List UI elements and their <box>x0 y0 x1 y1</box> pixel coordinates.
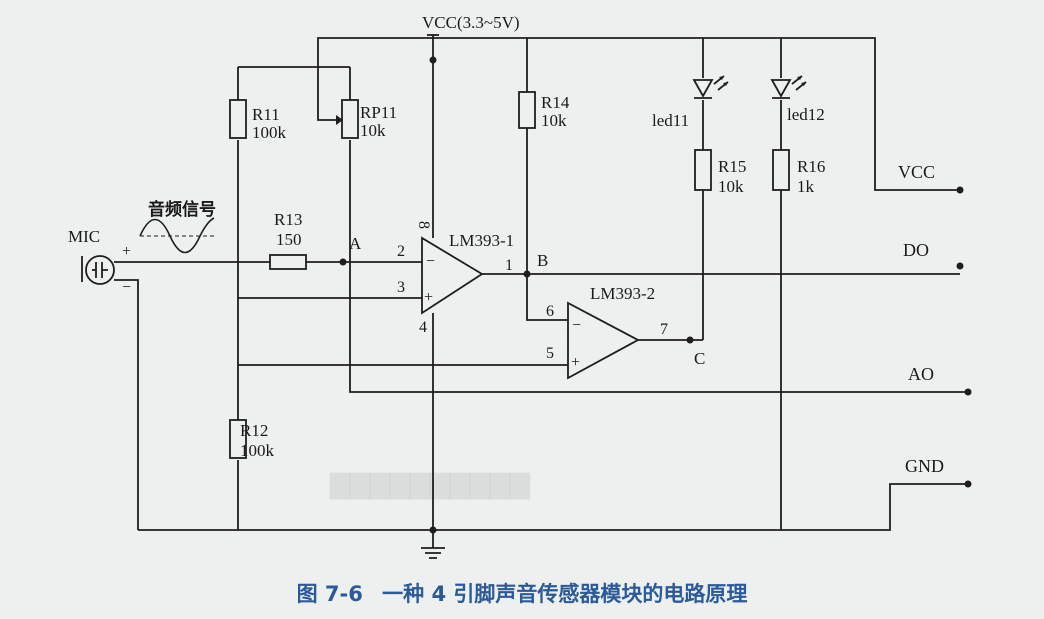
figure-title: 一种 4 引脚声音传感器模块的电路原理 <box>382 582 748 606</box>
u2-pin-6: 6 <box>546 303 554 320</box>
u1-plus-sign: + <box>424 289 433 306</box>
led11-label: led11 <box>652 111 689 130</box>
r14-name: R14 <box>541 93 570 112</box>
comparator-lm393-2: LM393-2 − + 6 5 7 <box>546 284 668 380</box>
r16-name: R16 <box>797 157 825 176</box>
u2-minus-sign: − <box>572 317 581 334</box>
node-a-label: A <box>349 234 362 253</box>
wires <box>115 35 968 548</box>
watermark-text: ▇▇▇▇▇▇▇▇▇▇ <box>330 470 530 500</box>
r15-name: R15 <box>718 157 746 176</box>
mic-minus: − <box>122 279 131 296</box>
ground-icon <box>421 547 445 559</box>
figure-number: 图 7-6 <box>296 582 363 606</box>
output-ao-label: AO <box>908 364 934 384</box>
comparator-lm393-1: LM393-1 − + 2 3 1 8 4 <box>397 221 514 336</box>
resistor-r15: R15 10k <box>694 149 746 196</box>
mic-plus: + <box>122 243 131 260</box>
r13-name: R13 <box>274 210 302 229</box>
r15-value: 10k <box>718 177 744 196</box>
microphone-icon: MIC + − <box>68 227 131 296</box>
led12-icon: led12 <box>770 75 825 124</box>
r12-value: 100k <box>240 441 275 460</box>
output-gnd-label: GND <box>905 456 944 476</box>
u2-name: LM393-2 <box>590 284 655 303</box>
potentiometer-rp11: RP11 10k <box>317 67 397 140</box>
resistor-r11: R11 100k <box>229 99 287 142</box>
output-terminals <box>956 186 972 488</box>
r12-name: R12 <box>240 421 268 440</box>
resistor-r14: R14 10k <box>518 91 570 130</box>
r16-value: 1k <box>797 177 815 196</box>
vcc-supply-label: VCC(3.3~5V) <box>422 13 520 32</box>
output-vcc-label: VCC <box>898 162 935 182</box>
node-b-label: B <box>537 251 548 270</box>
u1-pin-3: 3 <box>397 279 405 296</box>
r14-value: 10k <box>541 111 567 130</box>
led11-icon: led11 <box>652 75 729 130</box>
sine-wave-icon <box>139 217 215 254</box>
u2-pin-5: 5 <box>546 345 554 362</box>
r13-value: 150 <box>276 230 302 249</box>
u2-plus-sign: + <box>571 354 580 371</box>
u1-name: LM393-1 <box>449 231 514 250</box>
resistor-r12: R12 100k <box>229 419 275 460</box>
u1-minus-sign: − <box>426 253 435 270</box>
u1-pin-8: 8 <box>415 221 432 229</box>
u1-pin-1: 1 <box>505 257 513 274</box>
output-do-label: DO <box>903 240 929 260</box>
figure-caption: 图 7-6 一种 4 引脚声音传感器模块的电路原理 <box>0 578 1044 608</box>
r11-value: 100k <box>252 123 287 142</box>
resistor-r13: R13 150 <box>269 210 307 270</box>
u2-pin-7: 7 <box>660 321 668 338</box>
led12-label: led12 <box>787 105 825 124</box>
node-c-label: C <box>694 349 705 368</box>
u1-pin-2: 2 <box>397 243 405 260</box>
rp11-value: 10k <box>360 121 386 140</box>
resistor-r16: R16 1k <box>772 149 825 196</box>
rp11-name: RP11 <box>360 103 397 122</box>
audio-signal-label: 音频信号 <box>148 199 216 220</box>
mic-label: MIC <box>68 227 100 246</box>
r11-name: R11 <box>252 105 280 124</box>
u1-pin-4: 4 <box>419 319 427 336</box>
junction-dots <box>339 56 694 534</box>
